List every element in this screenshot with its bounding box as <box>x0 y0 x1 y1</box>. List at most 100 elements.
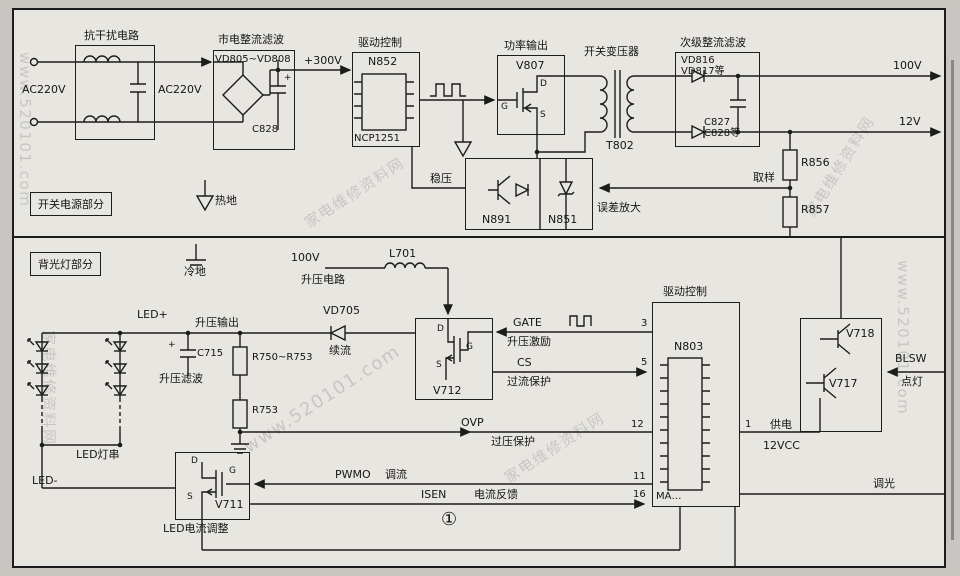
transistor-v717-icon <box>806 367 837 399</box>
driver-ic-symbol <box>660 357 710 491</box>
drive-ic: NCP1251 <box>354 133 400 144</box>
mains-rectifier-box <box>213 50 295 150</box>
scan-edge-artifact <box>951 60 954 540</box>
led-current-box-v711 <box>175 452 250 520</box>
v712-label: V712 <box>433 384 462 397</box>
plus-sign: + <box>284 73 292 83</box>
led-string-label: LED灯串 <box>76 448 120 461</box>
pwm-ic-symbol <box>354 73 414 131</box>
secondary-rectifier-icon <box>675 68 760 140</box>
emi-filter-symbol <box>83 55 146 123</box>
junction-dots <box>39 67 793 448</box>
mosfet-g-label: G <box>501 102 508 112</box>
section-label-backlight: 背光灯部分 <box>30 252 101 276</box>
secondary-title: 次级整流滤波 <box>680 36 746 49</box>
mosfet-d-label: D <box>540 79 547 89</box>
mosfet-v807-icon <box>497 75 565 152</box>
cold-ground-icon <box>186 244 206 266</box>
ovp-label: OVP <box>461 416 484 429</box>
drive-ref: N852 <box>368 55 398 68</box>
boost-output-label: 升压输出 <box>195 316 239 329</box>
ac-filtered-label: AC220V <box>158 83 202 96</box>
resistor-r857-icon <box>782 196 798 237</box>
r753-label: R753 <box>252 405 279 416</box>
pwmo-desc-label: 调流 <box>385 468 407 481</box>
plus-sign: + <box>168 340 176 350</box>
pin12-label: 12 <box>631 419 644 430</box>
pin5-label: 5 <box>641 357 648 368</box>
bridge-rectifier-icon <box>213 60 286 130</box>
power-output-box-v807 <box>497 55 565 135</box>
regulator-box <box>465 158 593 230</box>
n851-label: N851 <box>548 213 578 226</box>
resistor-divider-icon <box>231 333 249 454</box>
r750-753-label: R750~R753 <box>252 352 313 363</box>
supply-switch-box <box>800 318 882 432</box>
secondary-cap1: C827 <box>704 117 731 128</box>
cs-desc-label: 过流保护 <box>507 375 551 388</box>
drive-control-box-n803 <box>652 302 740 507</box>
isen-label: ISEN <box>421 488 447 501</box>
pin1-label: 1 <box>745 419 752 430</box>
gate-desc-label: 升压激励 <box>507 335 551 348</box>
boost-circuit-label: 升压电路 <box>301 273 345 286</box>
schematic-paper <box>12 8 946 568</box>
output-ref: V807 <box>516 59 545 72</box>
mosfet-s-label: S <box>436 360 442 370</box>
error-amp-label: 误差放大 <box>597 201 641 214</box>
freewheel-label: 续流 <box>329 344 351 357</box>
r857-label: R857 <box>801 203 830 216</box>
n803-drive-title: 驱动控制 <box>663 285 707 298</box>
pin11-label: 11 <box>633 471 646 482</box>
blsw-label: BLSW <box>895 352 927 365</box>
mosfet-v711-icon <box>201 462 250 520</box>
secondary-cap2: C828等 <box>704 128 741 139</box>
figure-mark: ① <box>441 509 458 530</box>
hot-ground-icon <box>195 180 215 212</box>
rail-12v-label: 12V <box>899 115 921 128</box>
led-plus-label: LED+ <box>137 308 168 321</box>
ground-arrow-icon <box>453 100 473 158</box>
supply-rail-label: 12VCC <box>763 439 800 452</box>
freewheel-diode-icon <box>329 324 346 342</box>
r856-label: R856 <box>801 156 830 169</box>
section-label-power: 开关电源部分 <box>30 192 112 216</box>
square-wave-icon <box>569 315 592 327</box>
ovp-desc-label: 过压保护 <box>491 435 535 448</box>
regulator-label: 稳压 <box>430 172 452 185</box>
transistor-v718-icon <box>820 323 851 355</box>
secondary-rectifier-box <box>675 52 760 147</box>
v711-label: V711 <box>215 498 244 511</box>
capacitor-c715-icon <box>180 333 196 376</box>
v711-desc-label: LED电流调整 <box>163 522 229 535</box>
rectifier-title: 市电整流滤波 <box>218 33 284 46</box>
rail-100v-label: 100V <box>893 59 922 72</box>
rectifier-cap: C828 <box>252 124 279 135</box>
ac-input-terminals-icon <box>29 57 39 127</box>
pwmo-label: PWMO <box>335 468 371 481</box>
c715-label: C715 <box>197 348 224 359</box>
ac-input-label: AC220V <box>22 83 66 96</box>
led-minus-label: LED- <box>32 474 58 487</box>
output-title: 功率输出 <box>504 39 548 52</box>
supply-label: 供电 <box>770 418 792 431</box>
isen-desc-label: 电流反馈 <box>474 488 518 501</box>
cs-label: CS <box>517 356 532 369</box>
drive-title: 驱动控制 <box>358 36 402 49</box>
boost-inductor-icon <box>325 262 448 269</box>
hot-ground-label: 热地 <box>215 194 237 207</box>
blsw-desc-label: 点灯 <box>901 375 923 388</box>
pin16-label: 16 <box>633 489 646 500</box>
square-wave-icon <box>430 83 466 97</box>
emi-filter-box <box>75 45 155 140</box>
led-string-icon <box>27 333 127 488</box>
v717-label: V717 <box>829 377 858 390</box>
dimming-label: 调光 <box>873 477 895 490</box>
mosfet-s-label: S <box>540 110 546 120</box>
rectifier-diodes: VD805~VD808 <box>215 54 291 65</box>
sampling-label: 取样 <box>753 171 775 184</box>
boost-100v-label: 100V <box>291 251 320 264</box>
gate-label: GATE <box>513 316 542 329</box>
secondary-diode1: VD816 <box>681 55 715 66</box>
